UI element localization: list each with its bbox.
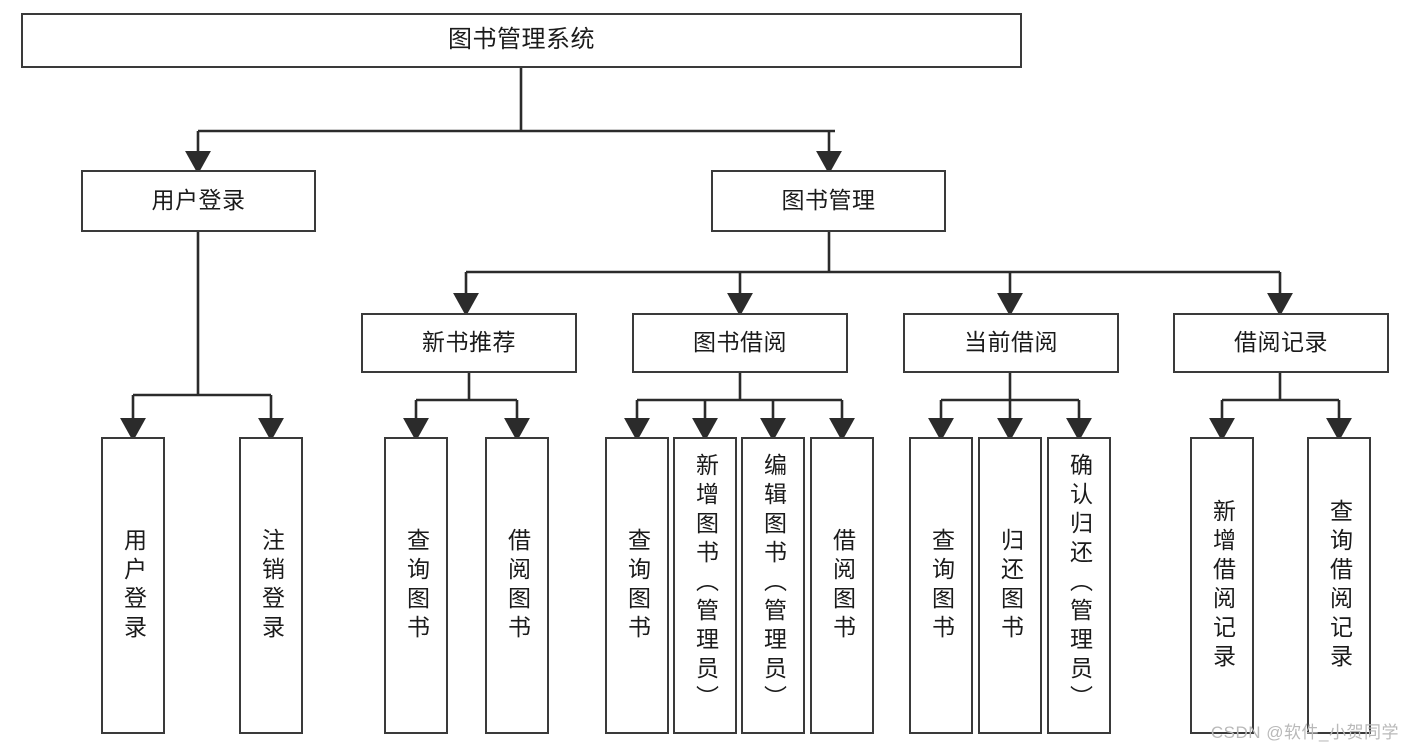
leaf-return-book-label: 归还图书: [997, 527, 1024, 644]
leaf-edit-book-admin[interactable]: 编辑图书（管理员）: [741, 437, 805, 734]
leaf-query-book-current-label: 查询图书: [928, 527, 955, 644]
node-current-borrow[interactable]: 当前借阅: [903, 313, 1119, 373]
node-current-borrow-label: 当前借阅: [964, 329, 1058, 356]
leaf-query-book-borrow-label: 查询图书: [624, 527, 651, 644]
node-borrow-record-label: 借阅记录: [1234, 329, 1328, 356]
leaf-borrow-book[interactable]: 借阅图书: [810, 437, 874, 734]
leaf-return-book[interactable]: 归还图书: [978, 437, 1042, 734]
node-new-book-recommend-label: 新书推荐: [422, 329, 516, 356]
leaf-edit-book-admin-label: 编辑图书（管理员）: [760, 453, 787, 714]
node-new-book-recommend[interactable]: 新书推荐: [361, 313, 577, 373]
leaf-add-borrow-record[interactable]: 新增借阅记录: [1190, 437, 1254, 734]
leaf-user-login-label: 用户登录: [120, 527, 147, 644]
leaf-confirm-return-admin-label: 确认归还（管理员）: [1066, 453, 1093, 714]
leaf-borrow-book-new-label: 借阅图书: [504, 527, 531, 644]
leaf-query-book-new[interactable]: 查询图书: [384, 437, 448, 734]
leaf-borrow-book-label: 借阅图书: [829, 527, 856, 644]
leaf-query-book-borrow[interactable]: 查询图书: [605, 437, 669, 734]
leaf-confirm-return-admin[interactable]: 确认归还（管理员）: [1047, 437, 1111, 734]
leaf-add-borrow-record-label: 新增借阅记录: [1209, 498, 1236, 673]
leaf-add-book-admin[interactable]: 新增图书（管理员）: [673, 437, 737, 734]
leaf-user-login[interactable]: 用户登录: [101, 437, 165, 734]
leaf-borrow-book-new[interactable]: 借阅图书: [485, 437, 549, 734]
leaf-add-book-admin-label: 新增图书（管理员）: [692, 453, 719, 714]
node-borrow-record[interactable]: 借阅记录: [1173, 313, 1389, 373]
leaf-logout[interactable]: 注销登录: [239, 437, 303, 734]
watermark: CSDN @软件_小贺同学: [1210, 723, 1399, 742]
node-root-label: 图书管理系统: [448, 26, 595, 54]
node-book-management-label: 图书管理: [781, 187, 876, 214]
leaf-query-borrow-record-label: 查询借阅记录: [1326, 498, 1353, 673]
leaf-query-book-current[interactable]: 查询图书: [909, 437, 973, 734]
node-book-borrow[interactable]: 图书借阅: [632, 313, 848, 373]
node-book-management[interactable]: 图书管理: [711, 170, 946, 232]
leaf-logout-label: 注销登录: [258, 527, 285, 644]
node-user-login-label: 用户登录: [151, 187, 246, 214]
node-book-borrow-label: 图书借阅: [693, 329, 787, 356]
leaf-query-borrow-record[interactable]: 查询借阅记录: [1307, 437, 1371, 734]
leaf-query-book-new-label: 查询图书: [403, 527, 430, 644]
node-root[interactable]: 图书管理系统: [21, 13, 1022, 68]
node-user-login[interactable]: 用户登录: [81, 170, 316, 232]
